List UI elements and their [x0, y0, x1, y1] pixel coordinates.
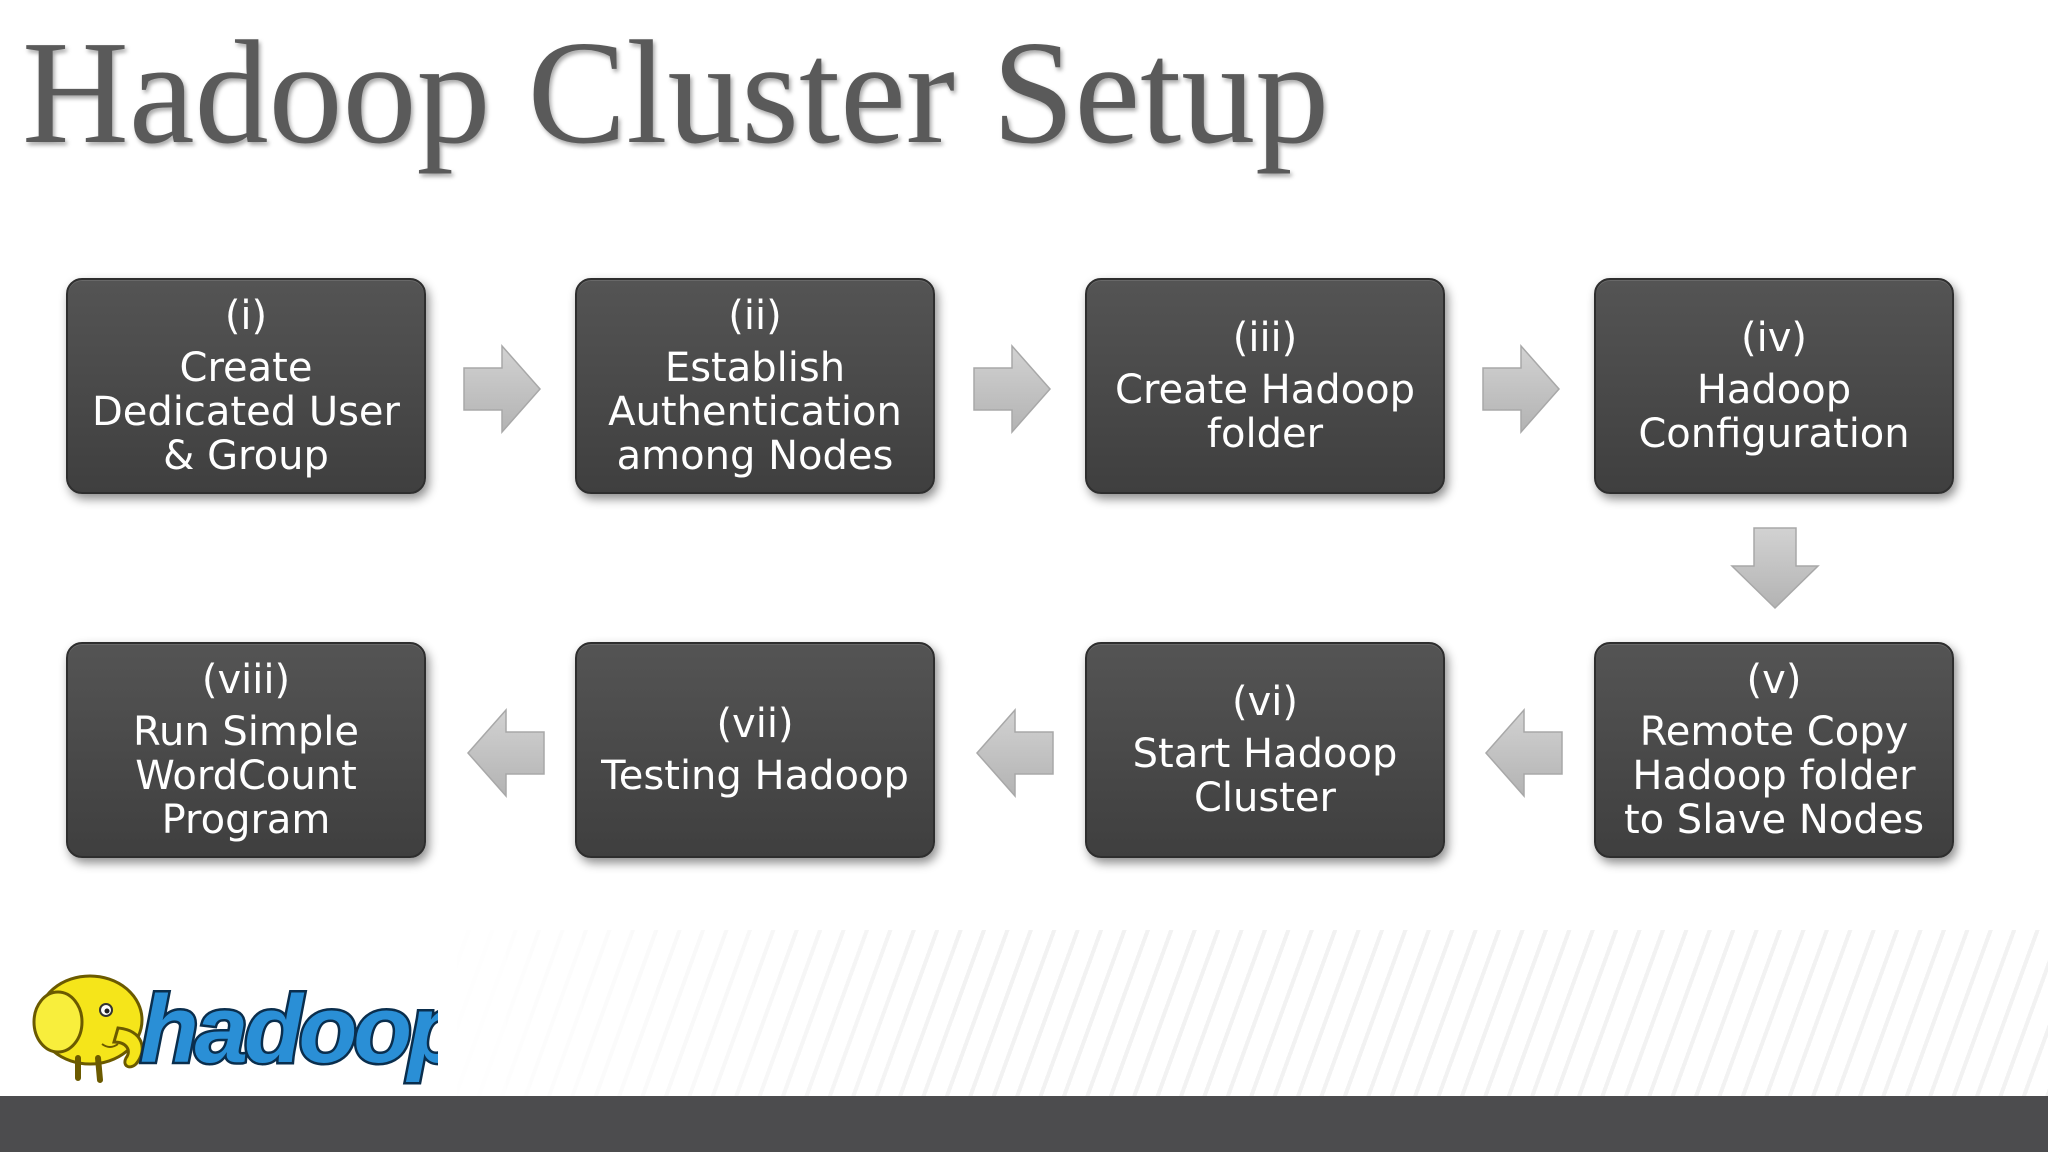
hadoop-logo: hadoop	[32, 974, 438, 1086]
step-2: (ii) Establish Authentication among Node…	[575, 278, 935, 494]
step-number: (iii)	[1232, 315, 1298, 361]
step-label: Establish	[664, 345, 846, 391]
arrow-down-icon	[1730, 527, 1820, 610]
step-number: (v)	[1746, 657, 1802, 703]
step-label: Start Hadoop	[1132, 731, 1398, 777]
step-label: Program	[161, 797, 331, 843]
step-label: folder	[1206, 411, 1324, 457]
hadoop-logo-text: hadoop	[140, 976, 438, 1083]
step-number: (ii)	[728, 293, 782, 339]
footer-bar	[0, 1096, 2048, 1152]
arrow-right-icon	[1482, 344, 1561, 434]
step-number: (i)	[224, 293, 268, 339]
step-label: Cluster	[1194, 775, 1336, 821]
step-label: Remote Copy	[1639, 709, 1909, 755]
arrow-left-icon	[466, 708, 545, 798]
arrow-right-icon	[973, 344, 1052, 434]
step-label: to Slave Nodes	[1623, 797, 1925, 843]
step-8: (viii) Run Simple WordCount Program	[66, 642, 426, 858]
step-number: (vi)	[1232, 679, 1298, 725]
step-label: among Nodes	[616, 433, 894, 479]
step-label: Dedicated User	[92, 389, 400, 435]
step-1: (i) Create Dedicated User & Group	[66, 278, 426, 494]
step-label: Hadoop	[1696, 367, 1852, 413]
step-label: Testing Hadoop	[601, 753, 909, 799]
step-label: Configuration	[1638, 411, 1910, 457]
step-label: Authentication	[608, 389, 902, 435]
arrow-left-icon	[975, 708, 1054, 798]
step-7: (vii) Testing Hadoop	[575, 642, 935, 858]
step-label: & Group	[163, 433, 329, 479]
background-texture	[420, 930, 2048, 1096]
step-label: Hadoop folder	[1632, 753, 1916, 799]
page-title: Hadoop Cluster Setup	[22, 11, 1330, 175]
step-label: Create	[179, 345, 313, 391]
step-number: (vii)	[716, 701, 794, 747]
arrow-left-icon	[1484, 708, 1563, 798]
step-label: Run Simple	[133, 709, 359, 755]
step-label: Create Hadoop	[1115, 367, 1415, 413]
step-label: WordCount	[135, 753, 357, 799]
step-number: (viii)	[201, 657, 291, 703]
step-6: (vi) Start Hadoop Cluster	[1085, 642, 1445, 858]
step-number: (iv)	[1741, 315, 1807, 361]
elephant-icon	[32, 974, 144, 1083]
step-4: (iv) Hadoop Configuration	[1594, 278, 1954, 494]
step-3: (iii) Create Hadoop folder	[1085, 278, 1445, 494]
step-5: (v) Remote Copy Hadoop folder to Slave N…	[1594, 642, 1954, 858]
arrow-right-icon	[463, 344, 542, 434]
